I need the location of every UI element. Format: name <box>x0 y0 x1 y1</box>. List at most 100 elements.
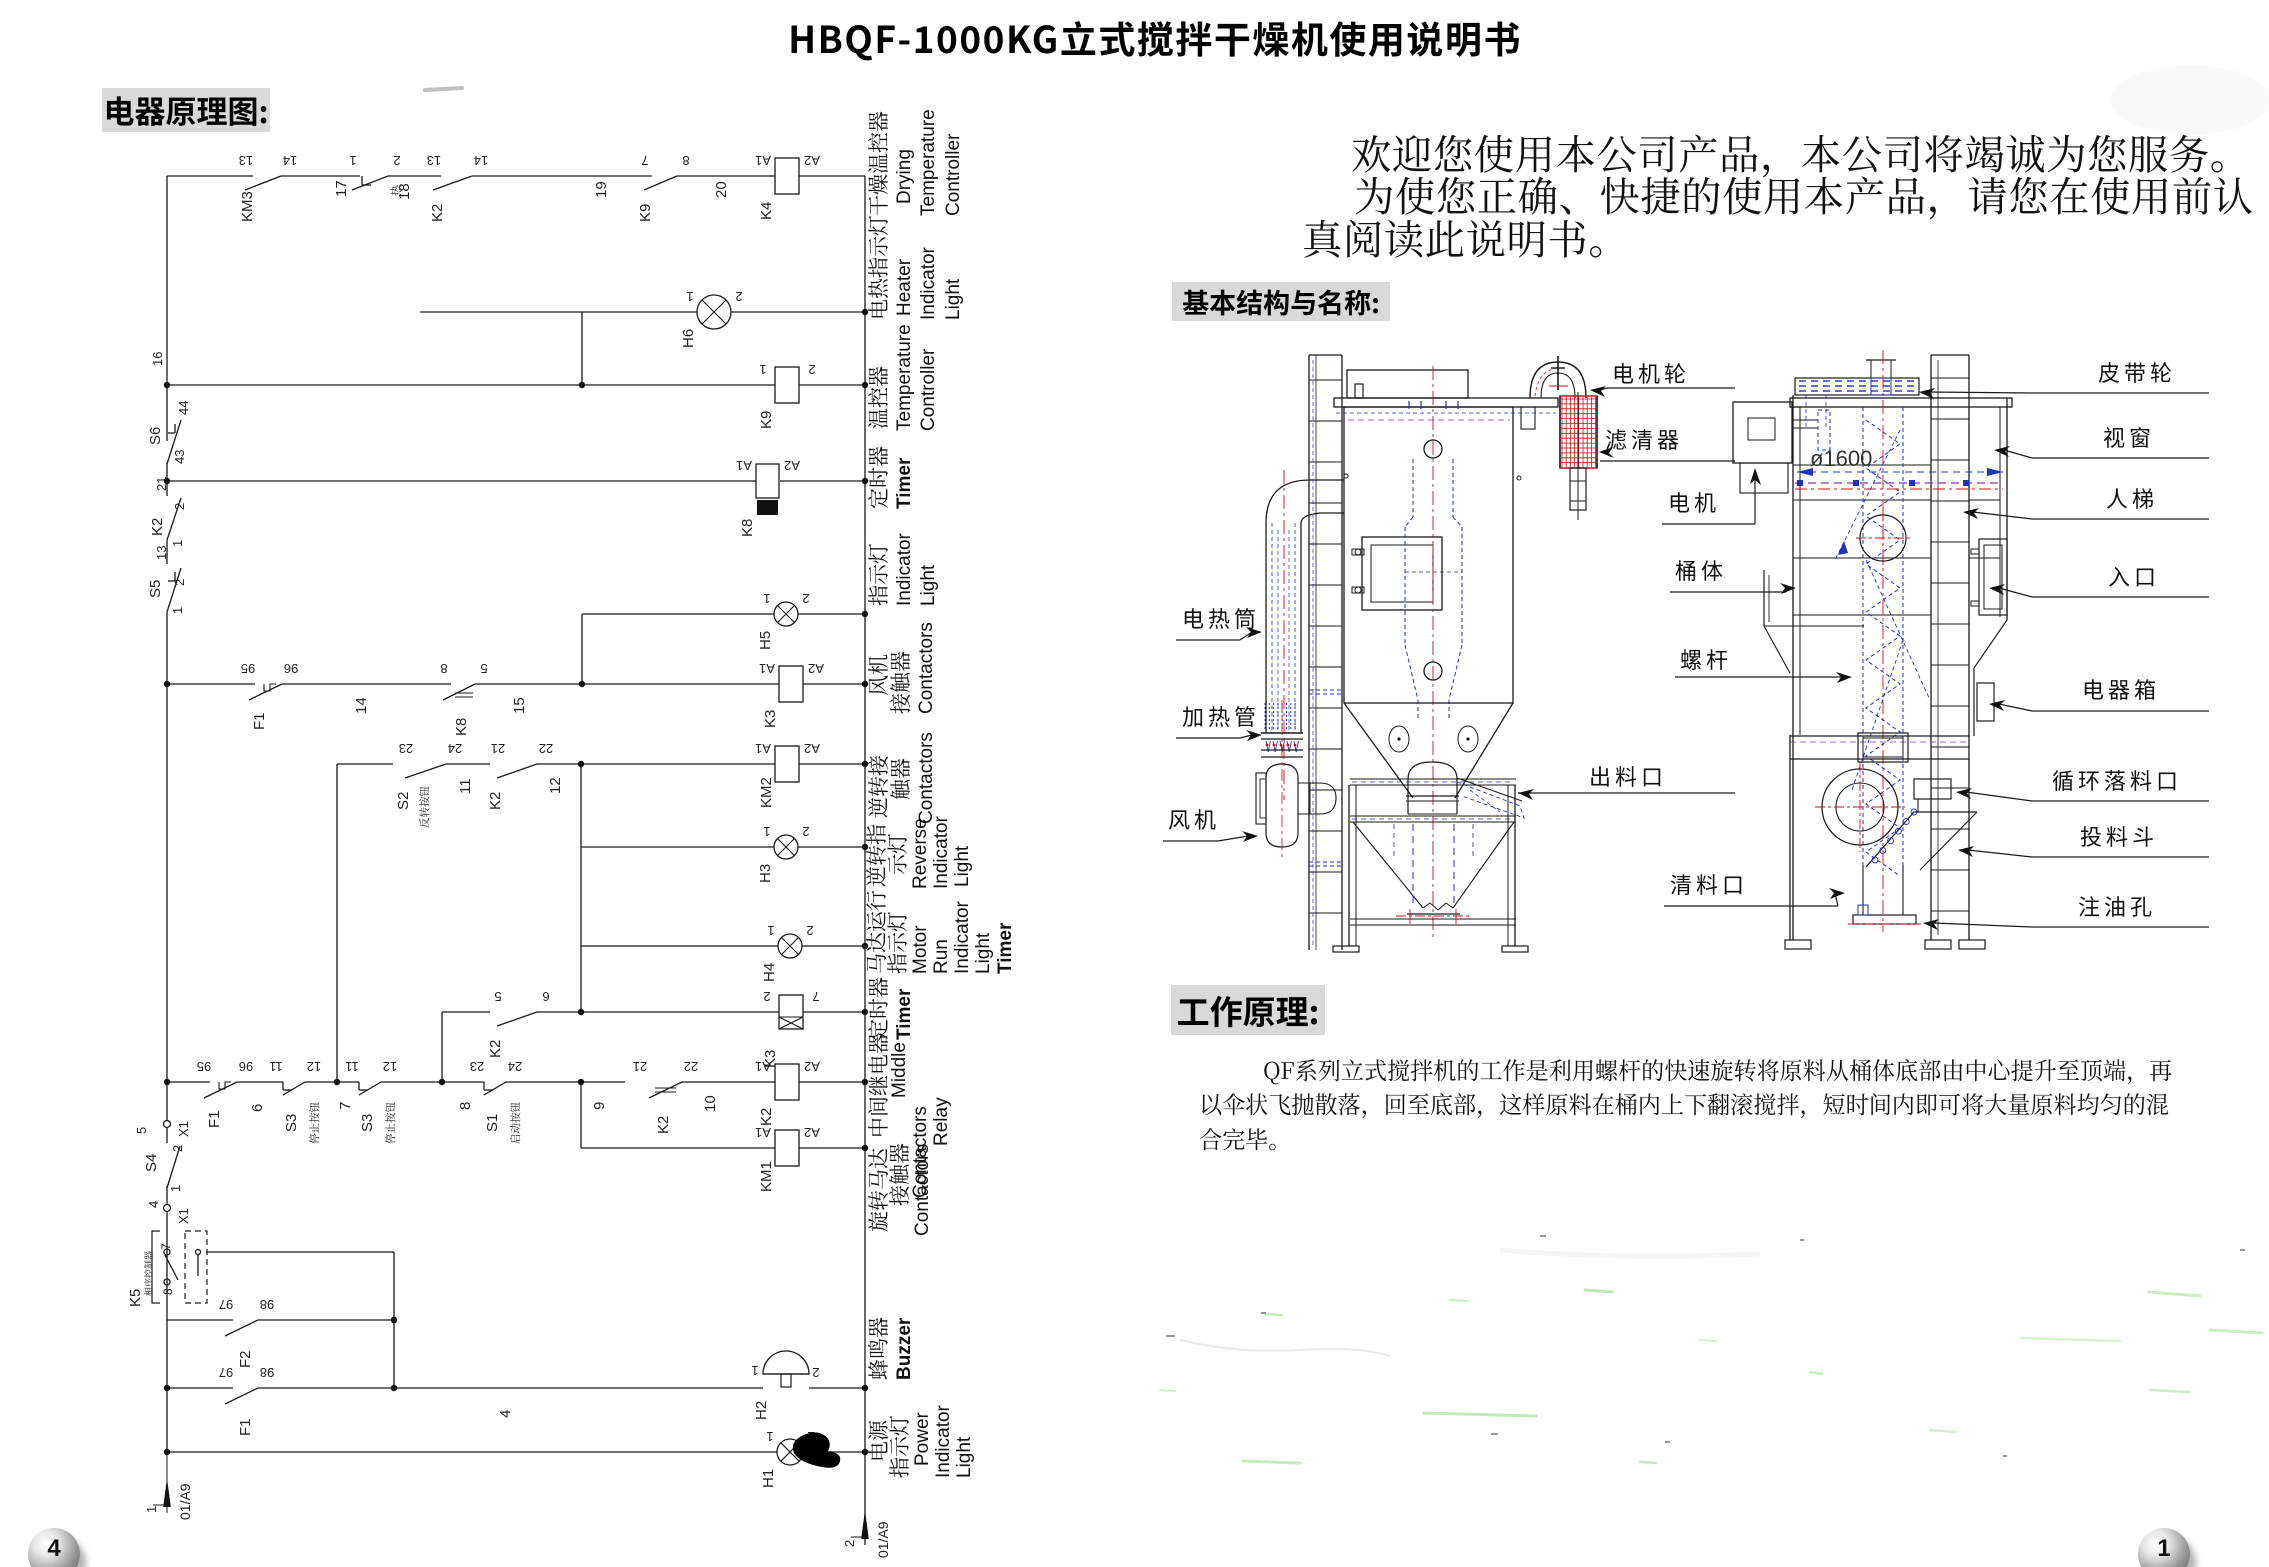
svg-text:A1: A1 <box>759 661 775 676</box>
svg-text:1: 1 <box>763 591 770 606</box>
svg-text:指示灯: 指示灯 <box>884 1415 914 1478</box>
svg-text:1: 1 <box>144 1506 159 1513</box>
svg-text:螺杆: 螺杆 <box>1680 643 1732 675</box>
svg-text:Light: Light <box>954 1436 975 1478</box>
svg-text:A2: A2 <box>804 153 820 168</box>
svg-text:F1: F1 <box>251 712 268 730</box>
svg-text:ø1600: ø1600 <box>1810 446 1872 471</box>
svg-text:01/A9: 01/A9 <box>875 1521 891 1558</box>
svg-text:H2: H2 <box>753 1401 770 1420</box>
svg-text:A2: A2 <box>784 458 800 473</box>
svg-text:2: 2 <box>172 579 187 586</box>
svg-text:K9: K9 <box>637 204 654 222</box>
svg-text:Middle: Middle <box>889 1042 910 1098</box>
svg-text:清料口: 清料口 <box>1670 868 1748 900</box>
svg-text:Drying: Drying <box>894 149 915 204</box>
svg-text:K2: K2 <box>429 204 446 222</box>
svg-text:8: 8 <box>161 1288 175 1295</box>
svg-text:1: 1 <box>766 1429 773 1444</box>
svg-text:S2: S2 <box>395 792 412 810</box>
svg-text:18: 18 <box>396 183 413 200</box>
svg-text:人梯: 人梯 <box>2106 482 2158 514</box>
svg-text:2: 2 <box>806 923 813 938</box>
svg-text:相序控制器: 相序控制器 <box>142 1251 155 1296</box>
svg-text:Indicator: Indicator <box>894 532 915 606</box>
svg-text:S3: S3 <box>283 1114 300 1132</box>
svg-text:21: 21 <box>633 1059 647 1074</box>
svg-text:Buzzer: Buzzer <box>894 1317 915 1380</box>
svg-text:2: 2 <box>812 1365 819 1380</box>
svg-text:1: 1 <box>170 540 185 547</box>
svg-text:2: 2 <box>842 1540 857 1547</box>
svg-text:8: 8 <box>682 153 689 168</box>
svg-text:Light: Light <box>952 845 973 887</box>
svg-text:2: 2 <box>808 362 815 377</box>
svg-text:19: 19 <box>593 181 610 198</box>
svg-text:Temperature: Temperature <box>918 109 939 216</box>
svg-text:Light: Light <box>943 278 964 320</box>
svg-text:2: 2 <box>170 1145 185 1152</box>
svg-text:2: 2 <box>735 289 742 304</box>
svg-text:Light: Light <box>973 932 994 974</box>
svg-text:4: 4 <box>497 1410 514 1418</box>
svg-text:12: 12 <box>383 1059 397 1074</box>
svg-text:定时器: 定时器 <box>863 977 893 1040</box>
svg-text:滤清器: 滤清器 <box>1605 423 1683 455</box>
svg-text:6: 6 <box>542 989 549 1004</box>
svg-text:K8: K8 <box>739 519 756 537</box>
svg-text:13: 13 <box>239 153 253 168</box>
svg-text:H3: H3 <box>757 864 774 883</box>
svg-text:K2: K2 <box>149 518 166 536</box>
svg-text:A1: A1 <box>755 741 771 756</box>
svg-text:循环落料口: 循环落料口 <box>2052 764 2182 796</box>
svg-text:启动按钮: 启动按钮 <box>508 1102 523 1144</box>
svg-text:Controller: Controller <box>943 133 964 216</box>
svg-text:7: 7 <box>812 989 819 1004</box>
svg-text:20: 20 <box>713 181 730 198</box>
svg-text:21: 21 <box>491 741 505 756</box>
svg-text:F1: F1 <box>237 1418 254 1436</box>
svg-text:KM1: KM1 <box>758 1161 775 1192</box>
svg-text:14: 14 <box>474 153 488 168</box>
svg-text:A1: A1 <box>736 458 752 473</box>
svg-text:2: 2 <box>763 989 770 1004</box>
svg-text:中间继电器: 中间继电器 <box>863 1033 893 1138</box>
svg-text:反转按钮: 反转按钮 <box>417 786 432 828</box>
svg-text:44: 44 <box>176 401 191 415</box>
svg-text:Run: Run <box>931 939 952 974</box>
svg-text:停止按钮: 停止按钮 <box>307 1102 322 1144</box>
svg-text:8: 8 <box>457 1102 474 1110</box>
svg-text:1: 1 <box>168 1185 183 1192</box>
svg-text:K9: K9 <box>758 411 775 429</box>
svg-text:6: 6 <box>249 1104 266 1112</box>
svg-text:接触器: 接触器 <box>884 1143 914 1206</box>
svg-text:10: 10 <box>702 1095 719 1112</box>
svg-text:F1: F1 <box>206 1110 223 1128</box>
svg-text:指示灯: 指示灯 <box>882 911 912 974</box>
svg-text:K2: K2 <box>758 1108 775 1126</box>
svg-text:加热管: 加热管 <box>1182 700 1260 732</box>
svg-text:Timer: Timer <box>894 988 915 1040</box>
svg-text:Controller: Controller <box>918 348 939 431</box>
svg-text:1: 1 <box>763 824 770 839</box>
svg-text:Power: Power <box>912 1411 933 1466</box>
svg-text:95: 95 <box>241 661 255 676</box>
svg-text:Relay: Relay <box>931 1097 952 1146</box>
svg-text:S1: S1 <box>484 1114 501 1132</box>
svg-text:Light: Light <box>918 564 939 606</box>
svg-text:Indicator: Indicator <box>933 1404 954 1478</box>
svg-text:14: 14 <box>283 153 297 168</box>
svg-text:指示灯: 指示灯 <box>863 543 893 606</box>
svg-text:2: 2 <box>393 153 400 168</box>
svg-text:7: 7 <box>159 1243 173 1250</box>
svg-text:桶体: 桶体 <box>1675 554 1727 586</box>
svg-text:K4: K4 <box>758 202 775 220</box>
svg-text:Indicator: Indicator <box>918 246 939 320</box>
svg-text:13: 13 <box>154 546 169 560</box>
svg-text:电机轮: 电机轮 <box>1612 357 1690 389</box>
svg-text:S6: S6 <box>147 427 164 445</box>
svg-text:1: 1 <box>686 289 693 304</box>
svg-text:Heater: Heater <box>894 258 915 316</box>
svg-text:示灯: 示灯 <box>882 833 912 875</box>
svg-text:5: 5 <box>134 1127 149 1134</box>
